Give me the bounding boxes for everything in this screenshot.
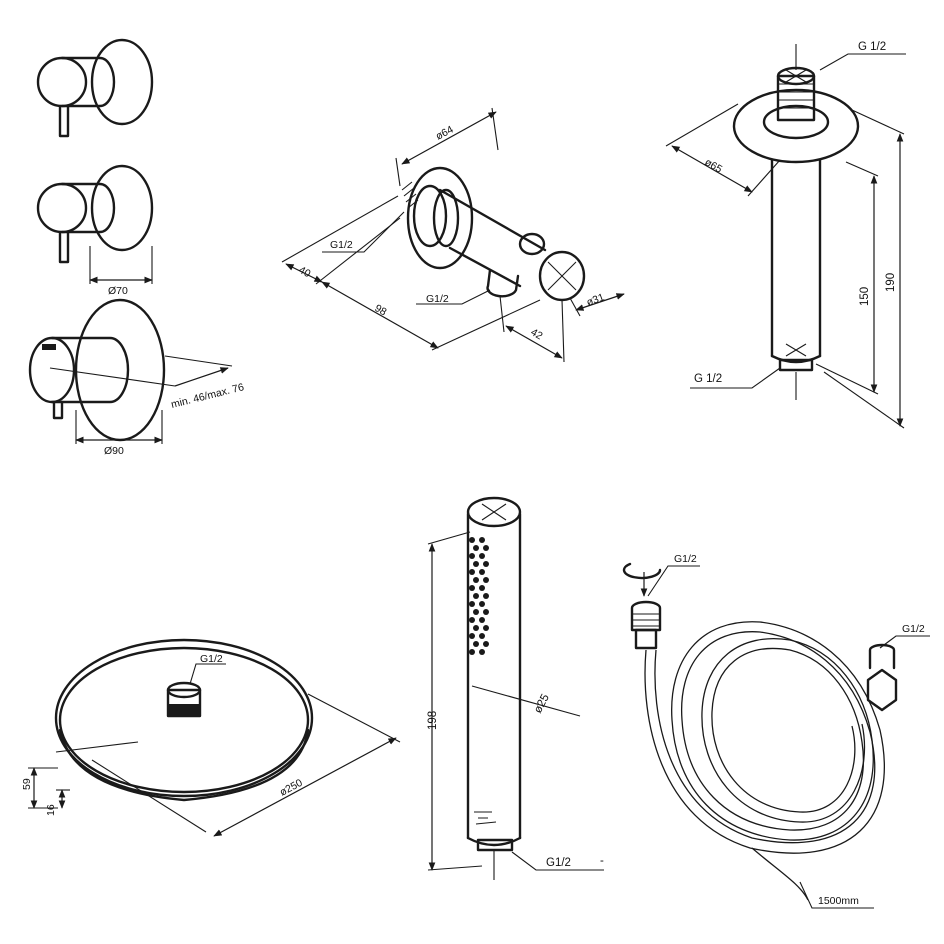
nozzle-dot: [483, 561, 489, 567]
nozzle-dot: [469, 633, 475, 639]
nozzle-dot: [469, 537, 475, 543]
nozzle-dot: [479, 537, 485, 543]
wall-elbow-holder: [281, 107, 625, 363]
nozzle-dot: [483, 609, 489, 615]
hose-length-label: 1500mm: [818, 895, 859, 907]
nozzle-dot: [479, 633, 485, 639]
shower-hose: [622, 562, 930, 909]
elbow-thread-top-label: G1/2: [330, 239, 353, 251]
arm-diameter-65-label: ø65: [703, 156, 725, 176]
nozzle-dot: [479, 585, 485, 591]
head-thread-label: G1/2: [200, 653, 223, 665]
nozzle-dot: [483, 545, 489, 551]
nozzle-dot: [473, 625, 479, 631]
nozzle-dot: [479, 601, 485, 607]
valve-diameter-70-label: Ø70: [108, 285, 128, 297]
nozzle-dot: [483, 593, 489, 599]
nozzle-dot: [473, 609, 479, 615]
nozzle-grid: [469, 537, 489, 655]
hand-shower: [427, 496, 604, 880]
nozzle-dot: [483, 625, 489, 631]
arm-dim-190-label: 190: [885, 273, 897, 292]
nozzle-dot: [473, 545, 479, 551]
nozzle-dot: [473, 561, 479, 567]
arm-dim-150-label: 150: [859, 287, 871, 306]
elbow-diameter-64-label: ø64: [434, 123, 456, 142]
nozzle-dot: [469, 569, 475, 575]
head-dim-59-label: 59: [21, 778, 33, 790]
nozzle-dot: [469, 601, 475, 607]
ceiling-shower-arm: [665, 44, 906, 429]
nozzle-dot: [479, 649, 485, 655]
head-dim-16-label: 16: [45, 804, 57, 816]
elbow-thread-bottom-label: G1/2: [426, 293, 449, 305]
arm-thread-bottom-label: G 1/2: [694, 373, 722, 385]
elbow-dim-40-label: 40: [297, 264, 313, 280]
hose-thread-right-label: G1/2: [902, 623, 925, 635]
hand-dim-198-label: 198: [427, 711, 439, 730]
nozzle-dot: [473, 593, 479, 599]
nozzle-dot: [469, 617, 475, 623]
arm-thread-top-label: G 1/2: [858, 41, 886, 53]
nozzle-dot: [479, 553, 485, 559]
nozzle-dot: [483, 577, 489, 583]
hose-thread-left-label: G1/2: [674, 553, 697, 565]
nozzle-dot: [469, 649, 475, 655]
valve-depth-label: min. 46/max. 76: [170, 381, 246, 411]
nozzle-dot: [469, 553, 475, 559]
rain-shower-head: [28, 638, 401, 837]
nozzle-dot: [479, 569, 485, 575]
nozzle-dot: [483, 641, 489, 647]
nozzle-dot: [473, 577, 479, 583]
elbow-dim-42-label: 42: [529, 326, 545, 342]
valve-diameter-90-label: Ø90: [104, 445, 124, 457]
valve-small-middle: [36, 164, 154, 284]
nozzle-dot: [469, 585, 475, 591]
hand-thread-label: G1/2: [546, 857, 571, 869]
hand-dash-label: -: [600, 855, 604, 867]
elbow-diameter-31-label: ø31: [585, 291, 606, 309]
hand-diameter-25-label: ø25: [532, 692, 552, 715]
valve-large-bottom: [28, 298, 233, 444]
nozzle-dot: [479, 617, 485, 623]
valve-small-top: [36, 38, 154, 138]
nozzle-dot: [473, 641, 479, 647]
head-diameter-250-label: ø250: [278, 777, 305, 799]
elbow-dim-98-label: 98: [373, 302, 389, 318]
